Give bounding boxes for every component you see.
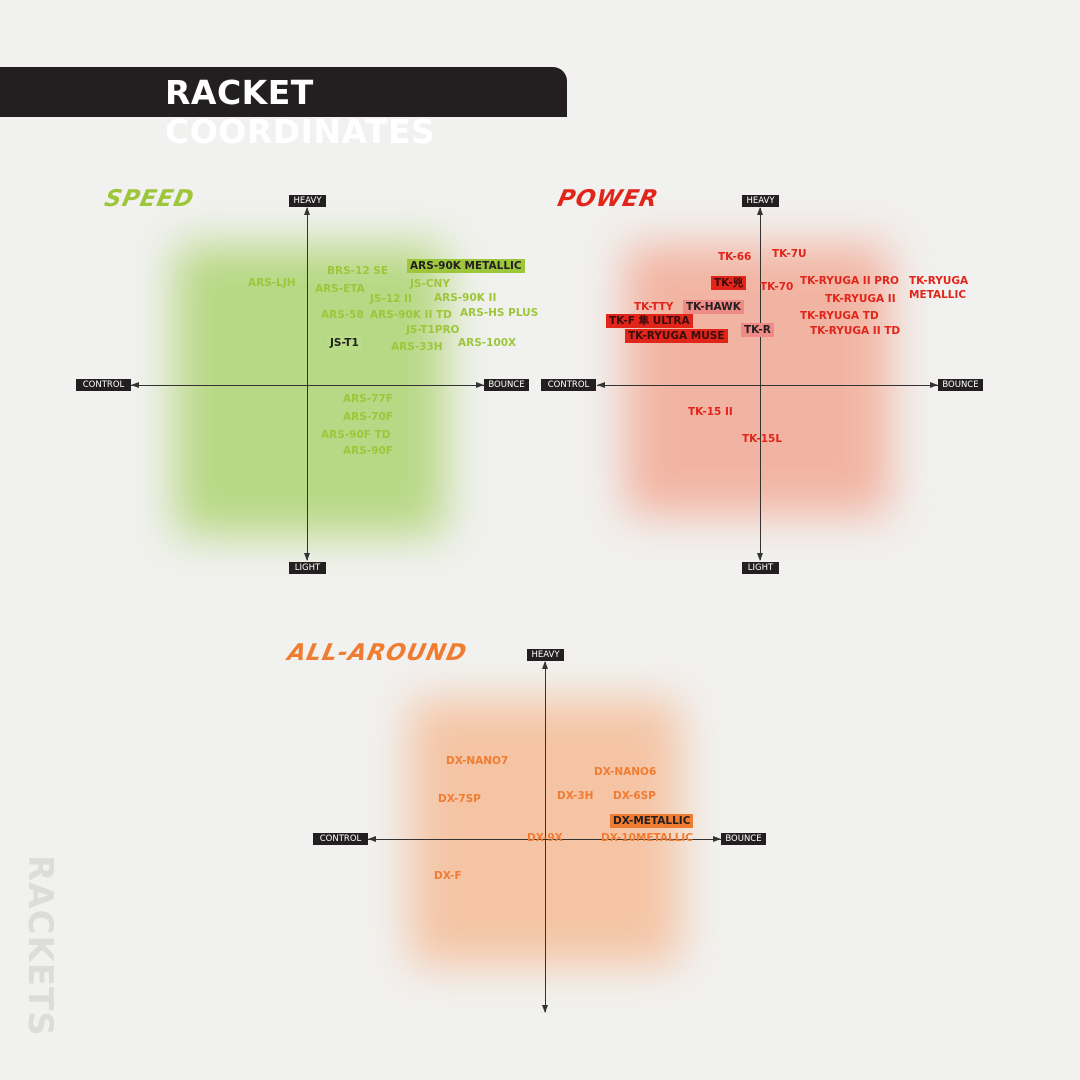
speed-arrow-right-icon [476, 382, 484, 388]
racket-label: TK-HAWK [683, 300, 744, 314]
allround-arrow-down-icon [542, 1005, 548, 1013]
allround-vertical-axis [545, 662, 546, 1012]
racket-label: TK-15L [742, 433, 783, 445]
racket-label: DX-METALLIC [610, 814, 694, 828]
racket-label: ARS-70F [343, 411, 393, 423]
speed-horizontal-axis [131, 385, 484, 386]
racket-label: DX-3H [557, 790, 594, 802]
speed-arrow-down-icon [304, 553, 310, 561]
power-horizontal-axis [597, 385, 938, 386]
power-vertical-axis [760, 208, 761, 560]
racket-label: ARS-90F TD [321, 429, 391, 441]
allround-arrow-right-icon [713, 836, 721, 842]
racket-label: TK-RYUGA MUSE [625, 329, 728, 343]
racket-label: TK-TTY [634, 301, 674, 313]
power-arrow-right-icon [930, 382, 938, 388]
racket-label: DX-NANO7 [446, 755, 509, 767]
power-section-title: POWER [555, 186, 661, 212]
racket-label: TK-70 [760, 281, 794, 293]
speed-background-blob [175, 245, 445, 535]
power-arrow-down-icon [757, 553, 763, 561]
racket-label: JS-12 II [370, 293, 412, 305]
racket-label: DX-6SP [613, 790, 656, 802]
racket-label: TK-RYUGA II TD [810, 325, 901, 337]
power-arrow-up-icon [757, 207, 763, 215]
power-light-label: LIGHT [742, 562, 779, 574]
allround-arrow-left-icon [368, 836, 376, 842]
page-title: RACKET COORDINATES [165, 73, 436, 151]
racket-label: TK-RYUGA TD [800, 310, 879, 322]
racket-label: ARS-77F [343, 393, 393, 405]
racket-label: ARS-33H [391, 341, 443, 353]
racket-label: TK-RYUGA [909, 275, 969, 287]
racket-label: ARS-HS PLUS [460, 307, 539, 319]
racket-label: JS-CNY [410, 278, 450, 290]
racket-label: JS-T1PRO [406, 324, 460, 336]
speed-arrow-left-icon [131, 382, 139, 388]
racket-label: TK-RYUGA II PRO [800, 275, 899, 287]
racket-label: METALLIC [909, 289, 967, 301]
allround-control-label: CONTROL [313, 833, 368, 845]
racket-label: ARS-58 [321, 309, 364, 321]
racket-label: DX-10METALLIC [601, 832, 694, 844]
racket-label: ARS-90K II TD [370, 309, 452, 321]
racket-label: TK-66 [718, 251, 752, 263]
header-banner: RACKET COORDINATES [0, 67, 567, 151]
racket-label: DX-9X [527, 832, 563, 844]
racket-label: TK-7U [772, 248, 807, 260]
speed-light-label: LIGHT [289, 562, 326, 574]
speed-arrow-up-icon [304, 207, 310, 215]
allround-section-title: ALL-AROUND [285, 640, 470, 666]
racket-label: ARS-LJH [248, 277, 296, 289]
racket-label: BRS-12 SE [327, 265, 389, 277]
power-bounce-label: BOUNCE [938, 379, 983, 391]
watermark: RACKETS [20, 855, 60, 1037]
racket-label: TK-15 II [688, 406, 733, 418]
racket-label: DX-7SP [438, 793, 481, 805]
racket-label: ARS-90K II [434, 292, 497, 304]
racket-label: TK-R [741, 323, 774, 337]
racket-label: JS-T1 [327, 336, 362, 350]
racket-label: DX-F [434, 870, 462, 882]
power-control-label: CONTROL [541, 379, 596, 391]
racket-label: ARS-ETA [315, 283, 365, 295]
power-arrow-left-icon [597, 382, 605, 388]
racket-label: ARS-90K METALLIC [407, 259, 525, 273]
allround-arrow-up-icon [542, 661, 548, 669]
racket-label: ARS-90F [343, 445, 393, 457]
speed-vertical-axis [307, 208, 308, 560]
racket-label: ARS-100X [458, 337, 517, 349]
speed-control-label: CONTROL [76, 379, 131, 391]
racket-label: TK-兇 [711, 276, 747, 290]
allround-heavy-label: HEAVY [527, 649, 564, 661]
speed-bounce-label: BOUNCE [484, 379, 529, 391]
speed-heavy-label: HEAVY [289, 195, 326, 207]
power-background-blob [625, 245, 890, 515]
allround-horizontal-axis [368, 839, 721, 840]
allround-bounce-label: BOUNCE [721, 833, 766, 845]
racket-label: TK-RYUGA II [825, 293, 896, 305]
racket-label: DX-NANO6 [594, 766, 657, 778]
power-heavy-label: HEAVY [742, 195, 779, 207]
speed-section-title: SPEED [102, 186, 197, 212]
racket-label: TK-F 隼 ULTRA [606, 314, 693, 328]
